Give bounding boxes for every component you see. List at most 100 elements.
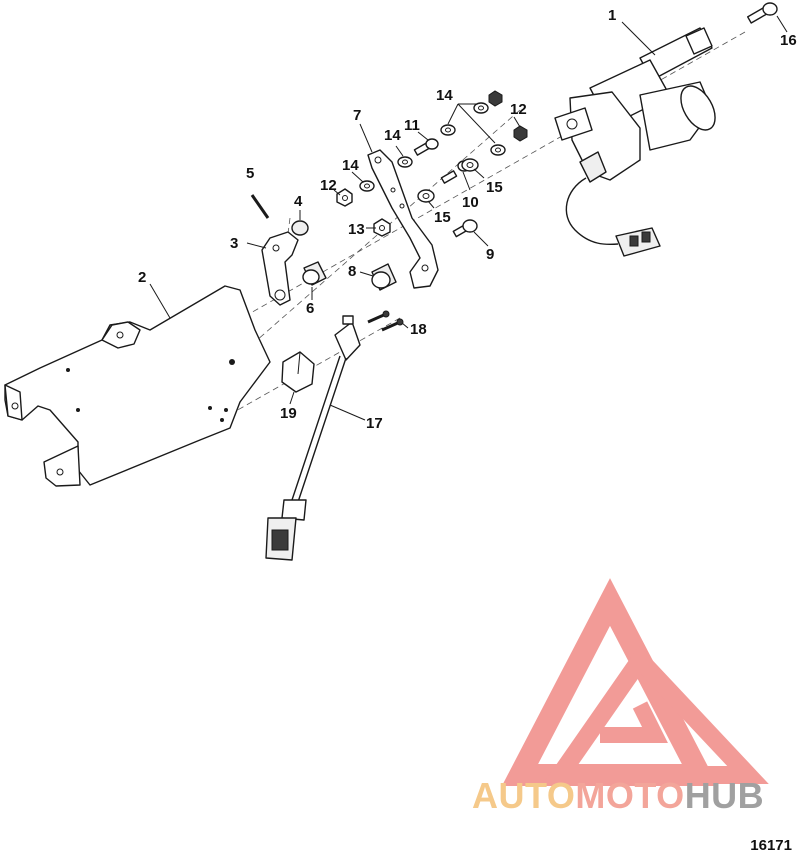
watermark-word: AUTOMOTOHUB xyxy=(472,775,764,816)
bracket-hole xyxy=(11,402,19,410)
leader-16 xyxy=(776,15,788,33)
watermark-triangle-inner xyxy=(542,645,769,784)
connector-latch xyxy=(629,235,639,247)
bolt-16-head xyxy=(762,2,778,16)
axis-line-linkage xyxy=(231,109,521,363)
callout-14-top: 14 xyxy=(436,87,453,104)
automotohub-watermark-logo xyxy=(501,578,769,786)
clevis-hole xyxy=(272,244,280,252)
lever-arm-hole xyxy=(390,187,396,193)
actuator-rod-end xyxy=(685,27,713,55)
callout-8: 8 xyxy=(348,263,356,280)
bushing-face xyxy=(302,269,320,285)
leader-19 xyxy=(289,391,295,405)
leader-14-mid xyxy=(395,145,404,157)
washer-hole xyxy=(422,193,430,199)
actuator-mount-hole xyxy=(566,118,578,130)
screw-11-head xyxy=(425,138,439,150)
callout-11: 11 xyxy=(404,117,420,134)
clevis-body xyxy=(261,231,299,306)
callout-1: 1 xyxy=(608,7,616,24)
lever-arm-body xyxy=(367,149,439,289)
screw-18 xyxy=(367,310,404,332)
connector-latch xyxy=(271,529,289,551)
sensor-cable xyxy=(291,355,347,503)
connector-latch xyxy=(641,231,651,243)
watermark-moto: MOTO xyxy=(575,775,684,816)
clevis xyxy=(261,231,299,306)
leader-lines xyxy=(149,15,788,421)
callout-19: 19 xyxy=(280,405,297,422)
nut-12-top xyxy=(488,90,503,107)
callout-12-left: 12 xyxy=(320,177,337,194)
leader-11 xyxy=(417,131,429,141)
callout-18: 18 xyxy=(410,321,427,338)
callout-16: 16 xyxy=(780,32,797,49)
bracket-mount-hole xyxy=(76,408,80,412)
washer-hole xyxy=(466,162,474,168)
callout-17: 17 xyxy=(366,415,383,432)
leader-14-top xyxy=(447,103,496,144)
washer-hole xyxy=(495,147,501,153)
bracket-mount-hole xyxy=(224,408,228,412)
callout-10: 10 xyxy=(462,194,479,211)
bracket-tab-bottom xyxy=(43,445,81,487)
lever-arm xyxy=(367,149,439,289)
callout-12-right: 12 xyxy=(510,101,527,118)
leader-15-left xyxy=(427,200,435,209)
sensor-harness xyxy=(265,315,361,561)
actuator-motor-cap xyxy=(680,85,716,131)
callout-4: 4 xyxy=(294,193,303,210)
switch-block-edge xyxy=(297,351,301,375)
bracket-plate xyxy=(4,285,271,486)
actuator xyxy=(554,27,716,257)
leader-7 xyxy=(359,123,373,153)
fasteners xyxy=(336,2,778,332)
screw-18-head xyxy=(382,310,390,318)
screw-18-head xyxy=(396,318,404,326)
callout-5: 5 xyxy=(246,165,254,182)
callout-2: 2 xyxy=(138,269,146,286)
callout-9: 9 xyxy=(486,246,494,263)
cotter-pin xyxy=(250,194,270,219)
leader-2 xyxy=(149,283,171,319)
washer-hole xyxy=(478,105,484,111)
leader-8 xyxy=(359,271,374,277)
mounting-bracket xyxy=(4,285,271,487)
watermark-g-mark xyxy=(600,701,668,743)
harness-sleeve xyxy=(281,499,307,521)
screw-11 xyxy=(413,138,439,156)
sensor-body xyxy=(334,321,361,361)
washer-hole xyxy=(402,159,408,165)
bracket-mount-hole xyxy=(208,406,212,410)
leader-1 xyxy=(621,21,656,56)
callout-7: 7 xyxy=(353,107,361,124)
callout-14-left: 14 xyxy=(342,157,359,174)
watermark-auto: AUTO xyxy=(472,775,575,816)
switch-block xyxy=(281,351,315,393)
leader-14-left xyxy=(351,171,364,183)
bushing-large-face xyxy=(371,271,391,289)
leader-18 xyxy=(401,322,409,329)
callout-13: 13 xyxy=(348,221,365,238)
leader-15-right xyxy=(473,168,485,179)
nut-hole xyxy=(342,195,348,201)
bushing-large xyxy=(371,263,397,291)
bolt-16 xyxy=(747,2,778,24)
leader-17 xyxy=(329,404,366,421)
bushing-small xyxy=(302,261,327,286)
bracket-tab-left xyxy=(4,384,23,421)
screw-10-shank xyxy=(440,170,458,184)
nut-12-right xyxy=(513,125,528,142)
lever-arm-hole xyxy=(399,203,405,209)
sensor-cap xyxy=(342,315,354,325)
bolt-9-head xyxy=(462,219,478,233)
figure-number: 16171 xyxy=(750,837,792,854)
leader-12-right xyxy=(513,116,521,128)
nut-hole xyxy=(379,225,385,231)
leader-9 xyxy=(473,231,489,247)
clevis-hole xyxy=(274,289,286,301)
bracket-mount-hole xyxy=(229,359,235,365)
washer-hole xyxy=(364,183,370,189)
